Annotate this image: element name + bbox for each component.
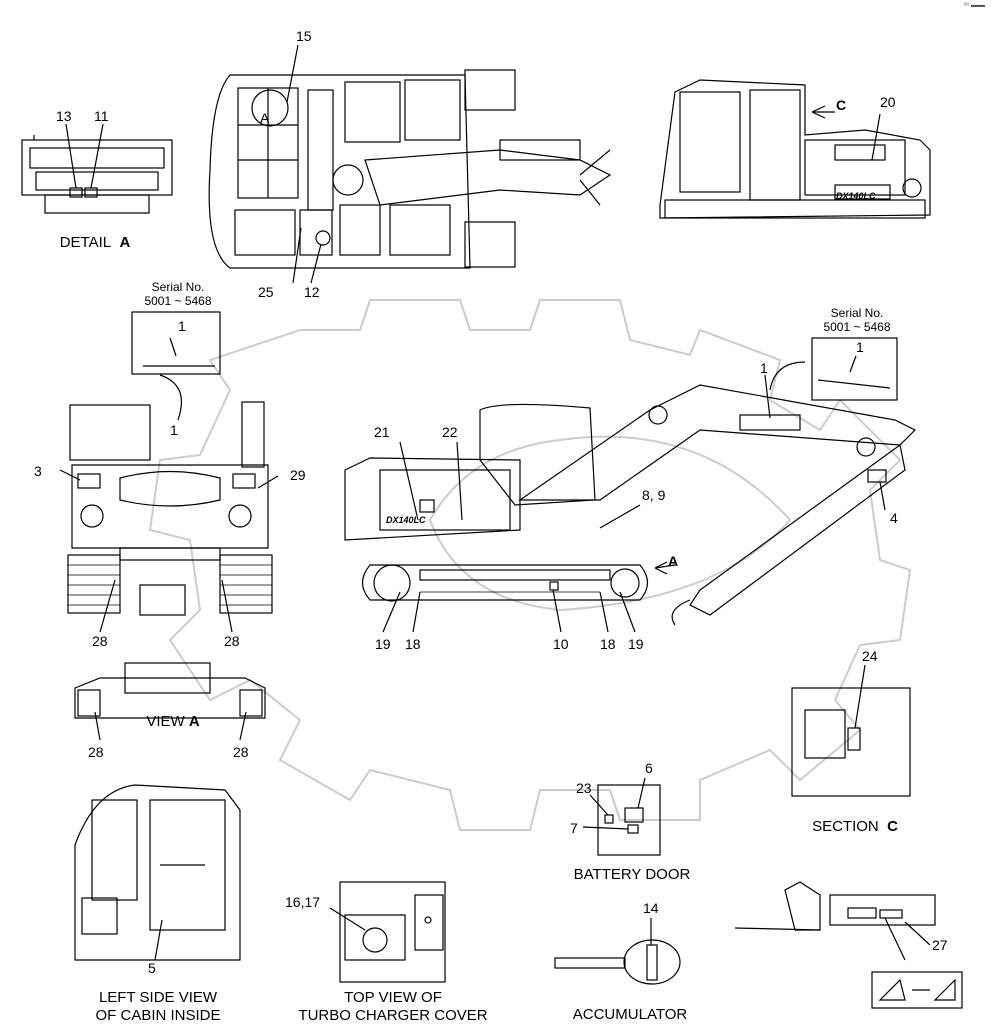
accumulator-drawing — [554, 918, 681, 985]
battery-door-drawing — [582, 777, 661, 856]
callout-24: 24 — [862, 648, 878, 664]
caption-turbo: TOP VIEW OF TURBO CHARGER COVER — [288, 989, 498, 1025]
view-a-drawing — [74, 662, 266, 741]
callout-a-top: A — [260, 110, 270, 126]
rear-view-drawing — [59, 311, 279, 633]
callout-16-17: 16,17 — [285, 894, 321, 910]
top-view-drawing — [208, 44, 612, 284]
callout-23: 23 — [576, 780, 592, 796]
callout-15: 15 — [296, 28, 312, 44]
callout-19-right: 19 — [628, 636, 644, 652]
decal-model-side: DX140LC — [836, 191, 876, 201]
callout-1-boom: 1 — [760, 360, 768, 376]
callout-12: 12 — [304, 284, 320, 300]
callout-a-arrow: A — [668, 553, 679, 569]
callout-19-left: 19 — [375, 636, 391, 652]
corner-mark: ᵒⁿ ▬▬ — [963, 2, 985, 9]
callout-4: 4 — [890, 510, 898, 526]
callout-3: 3 — [34, 463, 42, 479]
callout-8-9: 8, 9 — [642, 487, 666, 503]
callout-14: 14 — [643, 900, 659, 916]
serial-note-right-line1: Serial No. — [830, 306, 884, 320]
callout-c: C — [836, 97, 847, 113]
serial-note-left-line1: Serial No. — [151, 280, 205, 294]
control-console-drawing — [734, 881, 963, 1009]
caption-section-c: SECTION C — [812, 818, 898, 835]
detail-a-drawing — [21, 123, 173, 214]
callout-25: 25 — [258, 284, 274, 300]
callout-11: 11 — [94, 108, 109, 124]
callout-1-serial-right: 1 — [856, 339, 864, 355]
callout-13: 13 — [56, 108, 72, 124]
watermark-gear — [148, 299, 912, 831]
callout-6: 6 — [645, 760, 653, 776]
callout-1-rear: 1 — [170, 422, 178, 438]
caption-detail-a: DETAIL A — [59, 234, 131, 251]
serial-note-right-line2: 5001 ~ 5468 — [823, 320, 891, 334]
serial-note-right: Serial No. 5001 ~ 5468 — [812, 306, 902, 334]
caption-view-a: VIEW A — [146, 713, 200, 730]
serial-note-left-line2: 5001 ~ 5468 — [144, 294, 212, 308]
side-view-drawing — [659, 79, 931, 219]
turbo-cover-drawing — [329, 881, 446, 983]
section-c-drawing — [791, 664, 911, 797]
callout-29: 29 — [290, 467, 306, 483]
callout-28-right: 28 — [224, 633, 240, 649]
callout-22: 22 — [442, 424, 458, 440]
callout-7: 7 — [570, 820, 578, 836]
caption-turbo-line2: TURBO CHARGER COVER — [298, 1007, 488, 1024]
callout-18-left: 18 — [405, 636, 421, 652]
caption-turbo-line1: TOP VIEW OF — [344, 989, 442, 1006]
callout-18-right: 18 — [600, 636, 616, 652]
callout-28-view-a-left: 28 — [88, 744, 104, 760]
callout-5: 5 — [148, 960, 156, 976]
excavator-main-drawing — [344, 337, 917, 633]
cabin-drawing — [74, 784, 241, 961]
serial-note-left: Serial No. 5001 ~ 5468 — [138, 280, 218, 308]
caption-accumulator: ACCUMULATOR — [572, 1006, 688, 1023]
callout-21: 21 — [374, 424, 390, 440]
callout-27: 27 — [932, 937, 948, 953]
decal-model-main: DX140LC — [386, 515, 426, 525]
caption-cabin: LEFT SIDE VIEW OF CABIN INSIDE — [78, 989, 238, 1025]
callout-1-serial-left: 1 — [178, 318, 186, 334]
callout-28-view-a-right: 28 — [233, 744, 249, 760]
caption-cabin-line1: LEFT SIDE VIEW — [98, 989, 218, 1006]
caption-cabin-line2: OF CABIN INSIDE — [95, 1007, 221, 1024]
callout-10: 10 — [553, 636, 569, 652]
caption-battery-door: BATTERY DOOR — [573, 866, 691, 883]
callout-28-left: 28 — [92, 633, 108, 649]
callout-20: 20 — [880, 94, 896, 110]
